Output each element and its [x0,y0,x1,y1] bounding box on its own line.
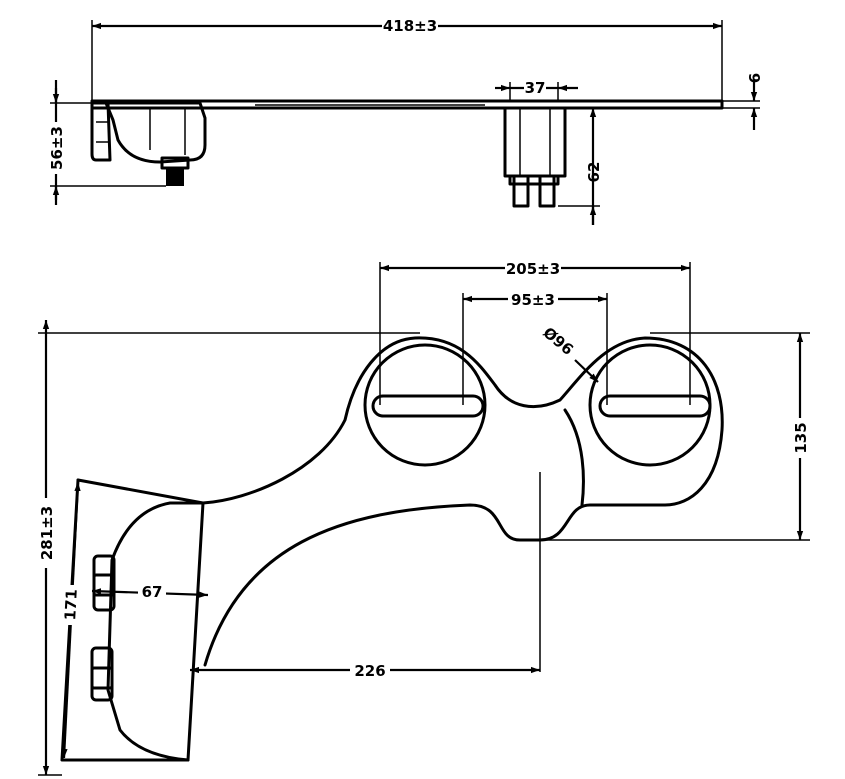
top-control-panel [106,501,205,762]
label-knob-depth: 67 [142,583,163,601]
side-mounting-post [503,106,567,178]
label-post-width: 37 [525,79,546,97]
dim-leader-hole-diameter [574,359,599,383]
side-dimensions: 418±3 6 56±3 37 62 [47,16,764,225]
top-dimensions: 205±3 95±3 Ø96 135 281±3 171 67 [37,259,810,776]
side-control-body [104,101,207,164]
label-hole-span-inner: 95±3 [511,291,555,309]
label-depth: 135 [792,422,810,453]
slot-left [371,394,485,418]
label-nozzle-reach: 226 [354,662,385,680]
label-post-height: 62 [585,162,603,183]
slot-right [598,394,712,418]
label-overall-length: 418±3 [383,17,437,35]
side-view [90,99,724,208]
label-overall-width: 281±3 [38,506,56,560]
label-side-height: 56±3 [48,126,66,170]
label-hole-diameter: Ø96 [540,323,577,358]
mounting-hole-right [588,343,712,467]
mounting-hole-left [363,343,487,467]
top-view [60,336,724,762]
label-plate-thickness: 6 [746,73,764,83]
top-body-outline [201,336,724,667]
label-hole-span-outer: 205±3 [506,260,560,278]
label-knob-panel-height: 171 [61,589,81,621]
